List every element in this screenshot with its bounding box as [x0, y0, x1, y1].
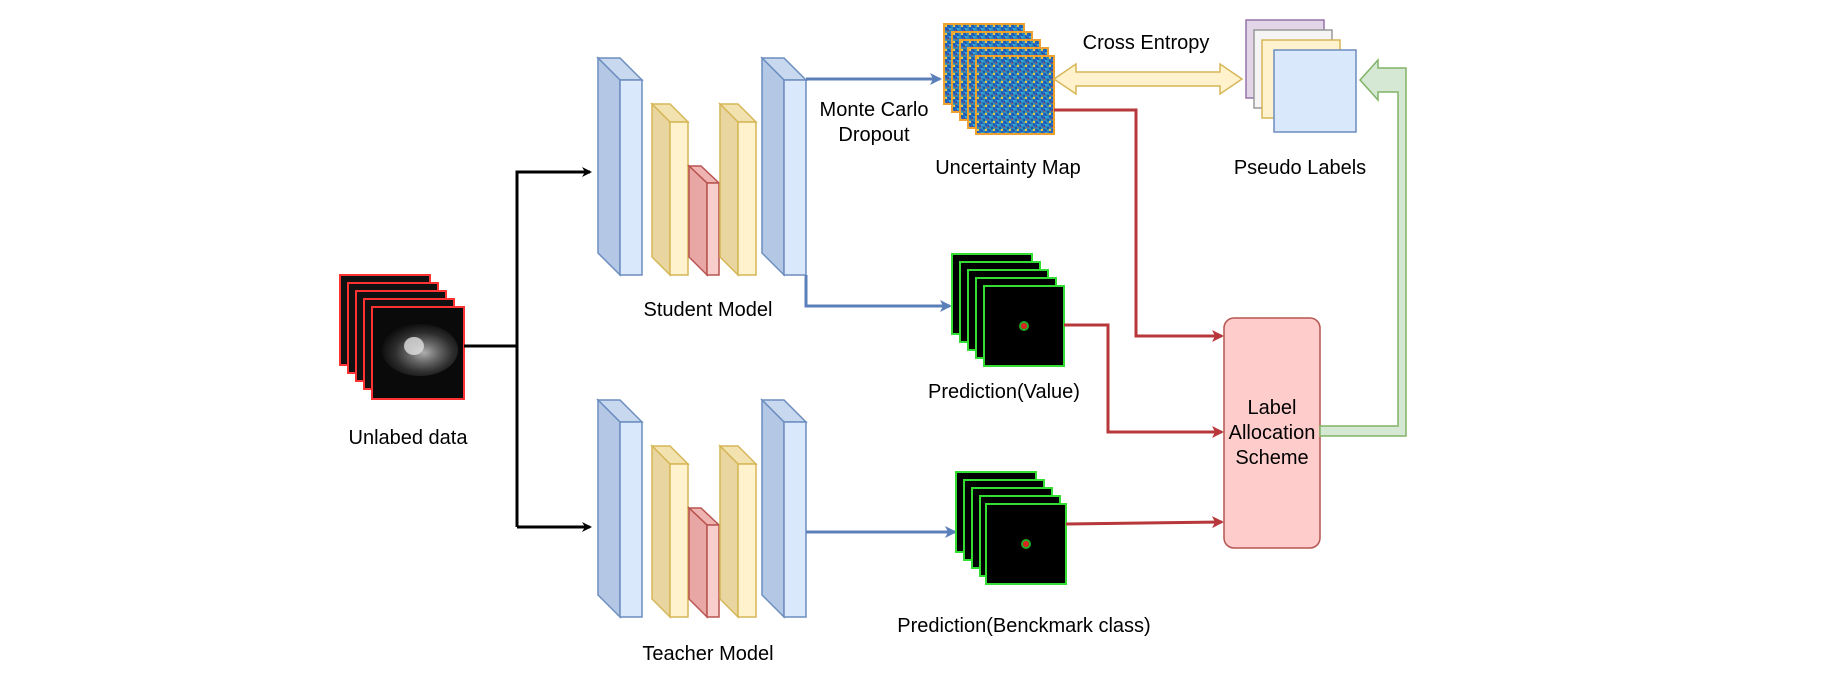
prediction-benchmark-label: Prediction(Benckmark class) [897, 615, 1150, 637]
unlabeled-data-label: Unlabed data [349, 427, 469, 449]
uncertainty-map-label: Uncertainty Map [935, 157, 1081, 179]
green-feedback-arrow [1319, 58, 1407, 437]
teacher-model [596, 398, 808, 619]
red-arrows [1054, 108, 1224, 529]
pseudo-labels-stack [1245, 19, 1357, 133]
uncertainty-map-stack [943, 23, 1055, 135]
unlabeled-data-stack [339, 274, 465, 400]
label-allocation-label-line1: Label [1248, 397, 1297, 419]
label-allocation-label-line3: Scheme [1235, 447, 1308, 469]
prediction-value-label: Prediction(Value) [928, 381, 1080, 403]
student-model-label: Student Model [644, 299, 773, 321]
monte-carlo-label-line2: Dropout [838, 124, 910, 146]
data-connector [464, 167, 592, 532]
cross-entropy-label: Cross Entropy [1083, 32, 1210, 54]
prediction-benchmark-stack [955, 471, 1067, 585]
cross-entropy-arrow [1052, 62, 1244, 96]
blue-arrows [804, 73, 957, 538]
label-allocation-label-line2: Allocation [1229, 422, 1316, 444]
teacher-model-label: Teacher Model [642, 643, 773, 665]
pseudo-labels-label: Pseudo Labels [1234, 157, 1366, 179]
prediction-value-stack [951, 253, 1065, 367]
student-model [596, 56, 808, 277]
monte-carlo-label-line1: Monte Carlo [820, 99, 929, 121]
